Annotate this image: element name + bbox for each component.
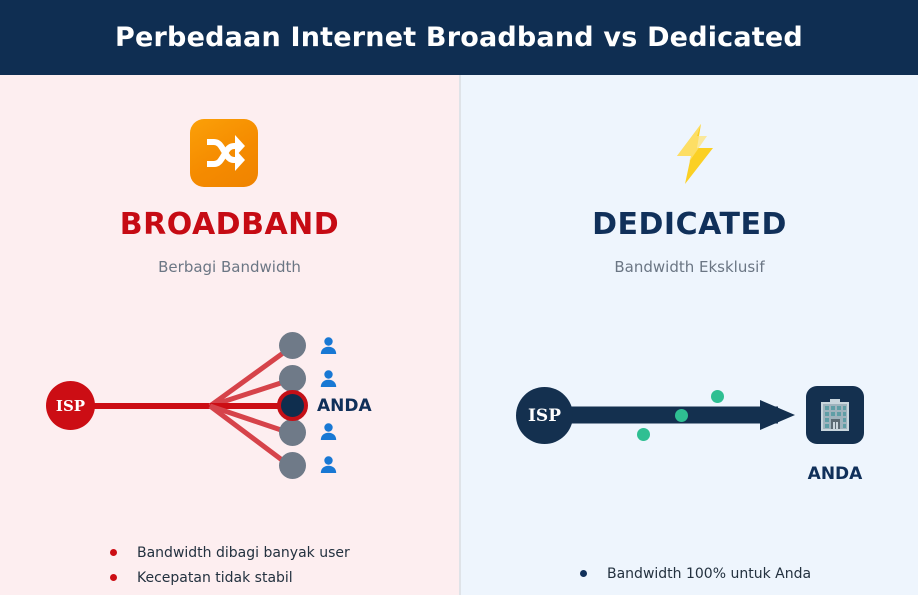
broadband-subtitle: Berbagi Bandwidth [158,258,301,276]
dedicated-subtitle: Bandwidth Eksklusif [614,258,765,276]
list-item: Bandwidth 100% untuk Anda [580,561,811,586]
broadband-title: BROADBAND [119,207,340,242]
page-title: Perbedaan Internet Broadband vs Dedicate… [115,22,803,53]
broadband-you-label: ANDA [317,396,372,416]
person-icon [319,422,338,445]
dedicated-title: DEDICATED [592,207,787,242]
bullet-dot-icon [110,574,117,581]
office-building-icon [806,386,864,444]
list-item-label: Bandwidth dibagi banyak user [137,544,350,561]
packet-dot-2 [675,409,688,422]
lightning-bolt-icon [660,119,730,189]
dedicated-bullet-list: Bandwidth 100% untuk Anda [580,561,811,586]
person-icon [319,455,338,478]
dedicated-you-label: ANDA [807,464,863,484]
dedicated-isp-label: ISP [527,405,561,426]
broadband-user-node-4 [279,419,306,446]
broadband-user-node-1 [279,332,306,359]
list-item-label: Kecepatan tidak stabil [137,569,293,586]
dedicated-isp-node: ISP [516,387,573,444]
broadband-you-node [277,390,308,421]
list-item: Bandwidth dibagi banyak user [110,540,350,565]
broadband-bullet-list: Bandwidth dibagi banyak user Kecepatan t… [110,540,350,590]
person-icon [319,369,338,392]
header-bar: Perbedaan Internet Broadband vs Dedicate… [0,0,918,75]
packet-dot-3 [711,390,724,403]
broadband-user-node-2 [279,365,306,392]
broadband-user-node-5 [279,452,306,479]
person-icon [319,336,338,359]
packet-dot-1 [637,428,650,441]
panel-divider [459,75,461,595]
shuffle-icon [190,119,258,187]
list-item-label: Bandwidth 100% untuk Anda [607,565,812,582]
broadband-isp-node: ISP [46,381,95,430]
list-item: Kecepatan tidak stabil [110,565,350,590]
dedicated-panel [461,75,918,595]
bullet-dot-icon [580,570,587,577]
bullet-dot-icon [110,549,117,556]
broadband-isp-label: ISP [55,396,86,415]
